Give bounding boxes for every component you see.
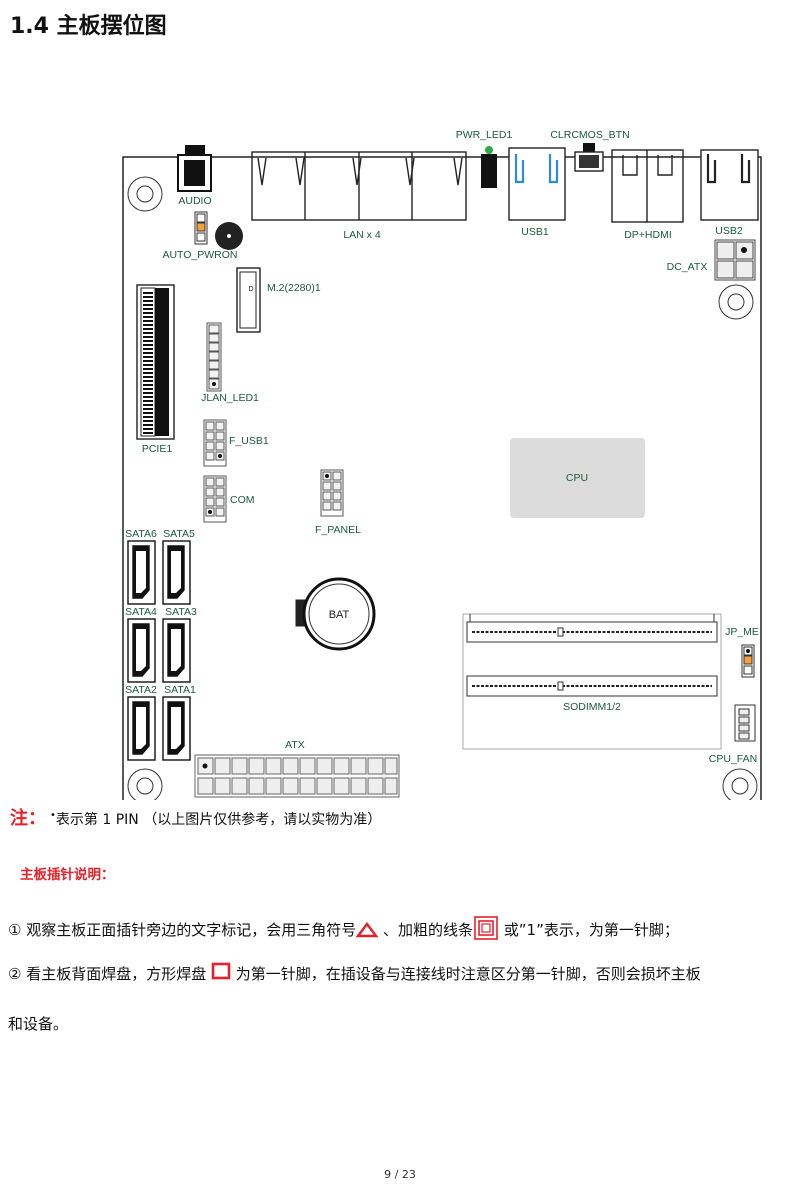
- pwr-led: [481, 146, 497, 188]
- jlan-led-label: JLAN_LED1: [201, 392, 259, 404]
- f-usb-header: [203, 419, 227, 467]
- bold-square-icon: [474, 916, 498, 940]
- lan-label: LAN x 4: [343, 229, 381, 241]
- clrcmos-label: CLRCMOS_BTN: [550, 129, 629, 141]
- section-title: 主板插针说明：: [20, 867, 115, 883]
- note-text: 表示第 1 PIN （以上图片仅供参考，请以实物为准）: [55, 812, 382, 828]
- f-panel-label: F_PANEL: [315, 524, 361, 536]
- sata1-label: SATA1: [164, 684, 196, 696]
- pcie-slot: [136, 284, 175, 440]
- dc-atx-connector: [714, 239, 756, 281]
- instruction-2-suffix: 为第一针脚，在插设备与连接线时注意区分第一针脚，否则会损坏主板: [231, 965, 701, 983]
- instruction-1: ① 观察主板正面插针旁边的文字标记，会用三角符号 、加粗的线条 或”1”表示，为…: [8, 915, 679, 941]
- instruction-1-prefix: ① 观察主板正面插针旁边的文字标记，会用三角符号: [8, 921, 357, 939]
- jp-me-label: JP_ME: [725, 626, 759, 638]
- instruction-2: ② 看主板背面焊盘，方形焊盘 为第一针脚，在插设备与连接线时注意区分第一针脚，否…: [8, 962, 701, 984]
- sodimm-slots: [462, 613, 722, 750]
- usb2-label: USB2: [715, 225, 743, 237]
- pin1-dot-icon: •: [50, 810, 56, 821]
- triangle-icon: [356, 922, 379, 938]
- atx-connector: [194, 754, 400, 798]
- mounting-hole-bottom-left: [127, 768, 163, 800]
- usb1-port: [508, 147, 566, 221]
- bat-label: BAT: [329, 609, 350, 621]
- sata2-label: SATA2: [125, 684, 157, 696]
- instruction-2-prefix: ② 看主板背面焊盘，方形焊盘: [8, 965, 211, 983]
- sata5-label: SATA5: [163, 528, 195, 540]
- jp-me-jumper: [741, 644, 755, 678]
- motherboard-layout-diagram: AUDIO AUTO_PWRON LAN x 4 PWR_LED1 USB1: [122, 129, 762, 800]
- page-number: 9 / 23: [384, 1168, 416, 1181]
- cpu-label: CPU: [566, 472, 588, 484]
- sata3-port: [162, 618, 191, 683]
- cpu-fan-header: [734, 704, 756, 742]
- battery: [295, 577, 376, 651]
- com-header: [203, 475, 227, 523]
- dp-hdmi-label: DP+HDMI: [624, 229, 672, 241]
- mounting-hole-bottom-right: [722, 768, 758, 800]
- cpu-fan-label: CPU_FAN: [709, 753, 757, 765]
- auto-pwron-jumper: [194, 211, 208, 245]
- sata6-port: [127, 540, 156, 605]
- dc-atx-label: DC_ATX: [667, 261, 708, 273]
- instruction-2-line2: 和设备。: [8, 1015, 69, 1033]
- instruction-1-suffix: 或”1”表示，为第一针脚；: [499, 921, 679, 939]
- usb1-label: USB1: [521, 226, 549, 238]
- note-line: 注： •表示第 1 PIN （以上图片仅供参考，请以实物为准）: [10, 804, 381, 830]
- cpu-area: [510, 438, 645, 518]
- square-pad-icon: [211, 962, 231, 980]
- sata4-port: [127, 618, 156, 683]
- sata1-port: [162, 696, 191, 761]
- clrcmos-button: [574, 143, 604, 172]
- usb2-port: [700, 149, 759, 221]
- audio-label: AUDIO: [178, 195, 211, 207]
- pwr-led-label: PWR_LED1: [456, 129, 513, 141]
- com-label: COM: [230, 494, 255, 506]
- atx-label: ATX: [285, 739, 305, 751]
- sata4-label: SATA4: [125, 606, 157, 618]
- mounting-hole-top-right: [718, 284, 754, 320]
- lan-ports: [251, 151, 467, 221]
- f-usb-label: F_USB1: [229, 435, 269, 447]
- audio-jack: [177, 145, 212, 192]
- sodimm-label: SODIMM1/2: [563, 701, 621, 713]
- pcie-label: PCIE1: [142, 443, 173, 455]
- m2-label: M.2(2280)1: [267, 282, 321, 294]
- mounting-hole-top-left: [127, 176, 163, 212]
- jlan-led-header: [206, 322, 222, 392]
- f-panel-header: [320, 469, 344, 517]
- sata3-label: SATA3: [165, 606, 197, 618]
- auto-pwron-label: AUTO_PWRON: [162, 249, 237, 261]
- dp-hdmi-ports: [611, 149, 684, 223]
- page-title: 1.4 主板摆位图: [10, 14, 167, 39]
- instruction-1-middle: 、加粗的线条: [378, 921, 473, 939]
- note-label: 注：: [10, 808, 46, 829]
- sata5-port: [162, 540, 191, 605]
- sata-connectors: [127, 540, 191, 761]
- sata2-port: [127, 696, 156, 761]
- m2-slot: D: [236, 267, 261, 333]
- sata6-label: SATA6: [125, 528, 157, 540]
- svg-text:D: D: [248, 286, 253, 293]
